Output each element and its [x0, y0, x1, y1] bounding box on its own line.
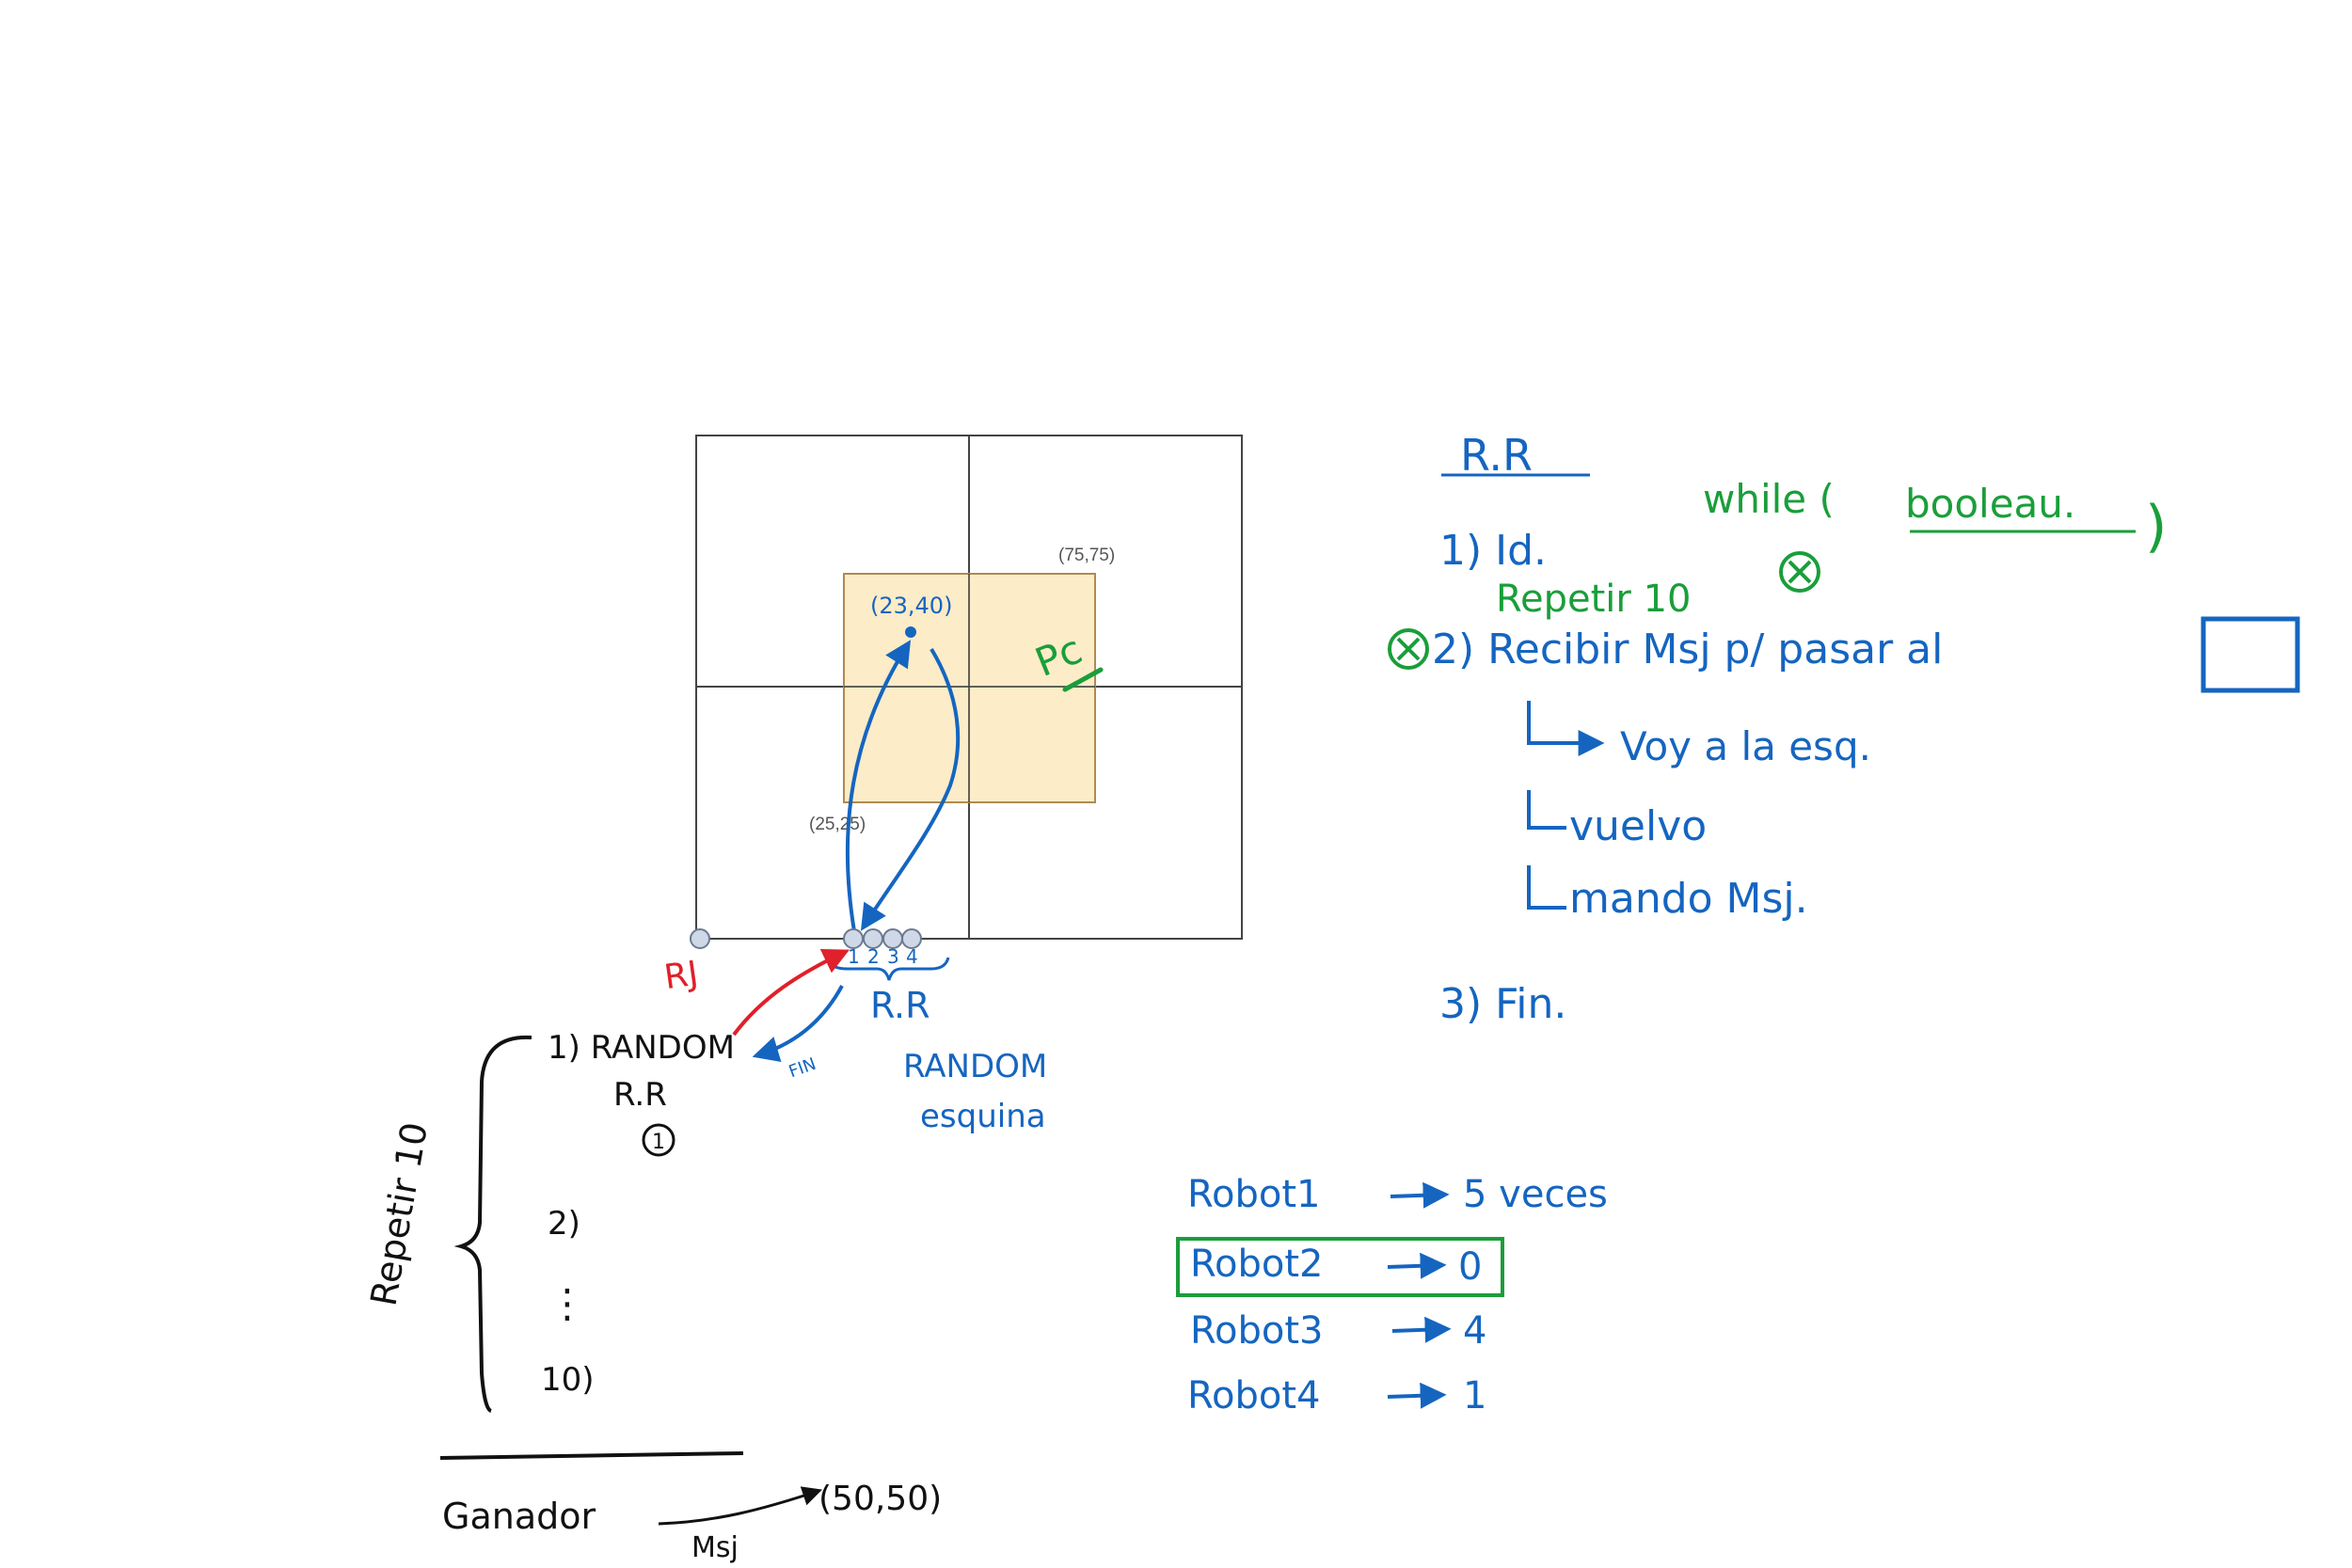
step2-x-circle — [1388, 628, 1429, 670]
algo-step3: 3) Fin. — [1439, 980, 1566, 1028]
result-robot-2: Robot2 — [1190, 1243, 1323, 1286]
result-value-3: 4 — [1463, 1309, 1486, 1353]
result-arrow-2 — [1387, 1252, 1447, 1279]
robot-number-2: 2 — [867, 945, 880, 968]
results-list: Robot1 5 veces Robot2 0 Robot3 4 Robot4 … — [1176, 1173, 1608, 1418]
step2: 2) — [548, 1205, 580, 1243]
separator-line — [439, 1451, 744, 1460]
robot-rj — [690, 928, 710, 949]
result-robot-4: Robot4 — [1187, 1374, 1320, 1418]
step10: 10) — [541, 1361, 595, 1399]
result-arrow-3 — [1391, 1316, 1452, 1343]
city-grid: (75,75) (25,25) (23,40) Pc 1 2 3 4 — [690, 435, 1243, 968]
random-esquina-line2: esquina — [920, 1098, 1046, 1135]
fin-label: FIN — [787, 1054, 819, 1083]
result-arrow-4 — [1387, 1382, 1447, 1409]
while-boolean: booleau. — [1905, 481, 2075, 527]
step1-line1: 1) RANDOM — [548, 1029, 735, 1067]
square-icon — [2201, 616, 2300, 693]
sub2-bracket — [1527, 790, 1566, 830]
step1-line2: R.R — [613, 1076, 667, 1114]
repeat-text: Repetir 10 — [1496, 578, 1691, 621]
algo-sub3: mando Msj. — [1569, 875, 1808, 923]
step1-mark: 1 — [652, 1131, 665, 1154]
while-text: while ( — [1703, 476, 1835, 522]
algo-sub1: Voy a la esq. — [1620, 723, 1871, 769]
algorithm-notes: R.R while ( booleau. ) 1) Id. Repetir 10… — [1388, 430, 2300, 1028]
result-value-1: 5 veces — [1463, 1173, 1608, 1216]
algo-step2: 2) Recibir Msj p/ pasar al — [1432, 626, 1943, 673]
algo-step1: 1) Id. — [1439, 527, 1547, 575]
target-point — [905, 626, 916, 638]
robot-4 — [901, 928, 922, 949]
rj-label: RJ — [662, 955, 701, 998]
result-robot-3: Robot3 — [1190, 1309, 1323, 1353]
step2-x-icon — [1396, 637, 1421, 661]
repeat-x-icon — [1788, 560, 1812, 584]
algorithm-title: R.R — [1460, 430, 1533, 481]
ganador-label: Ganador — [442, 1496, 596, 1537]
algo-sub2: vuelvo — [1569, 802, 1707, 850]
red-arrow-to-robots — [732, 949, 850, 1037]
repeat-label: Repetir 10 — [363, 1119, 437, 1309]
msj-label: Msj — [691, 1531, 739, 1564]
destination-coord: (50,50) — [818, 1480, 942, 1518]
repeat-brace — [453, 1035, 532, 1413]
path-to-target-arrow — [845, 640, 911, 932]
robot-number-1: 1 — [848, 945, 860, 968]
result-highlight-box — [1176, 1237, 1504, 1297]
msj-arrow — [658, 1486, 822, 1526]
target-point-label: (23,40) — [870, 593, 952, 619]
result-arrow-1 — [1390, 1181, 1450, 1209]
robot-number-3: 3 — [887, 945, 899, 968]
coord-label-top: (75,75) — [1058, 546, 1115, 565]
sub1-bracket — [1527, 701, 1605, 756]
robot-number-4: 4 — [906, 945, 918, 968]
while-close: ) — [2145, 494, 2167, 560]
left-notes: RJ R.R FIN RANDOM esquina 1) RANDOM R.R … — [363, 949, 1047, 1564]
rr-label: R.R — [870, 985, 930, 1026]
sub3-bracket — [1527, 865, 1566, 910]
blue-arrow-fin — [752, 985, 844, 1062]
repeat-x-circle — [1779, 551, 1820, 593]
result-robot-1: Robot1 — [1187, 1173, 1320, 1216]
step1-mark-circle — [642, 1123, 675, 1157]
result-value-2: 0 — [1458, 1245, 1482, 1289]
pc-underline — [1062, 667, 1104, 692]
result-value-4: 1 — [1463, 1374, 1486, 1418]
coord-label-bottom: (25,25) — [809, 815, 866, 834]
random-esquina-line1: RANDOM — [903, 1048, 1047, 1085]
step-dots: ⋮ — [548, 1280, 587, 1326]
path-return-arrow — [860, 647, 961, 931]
